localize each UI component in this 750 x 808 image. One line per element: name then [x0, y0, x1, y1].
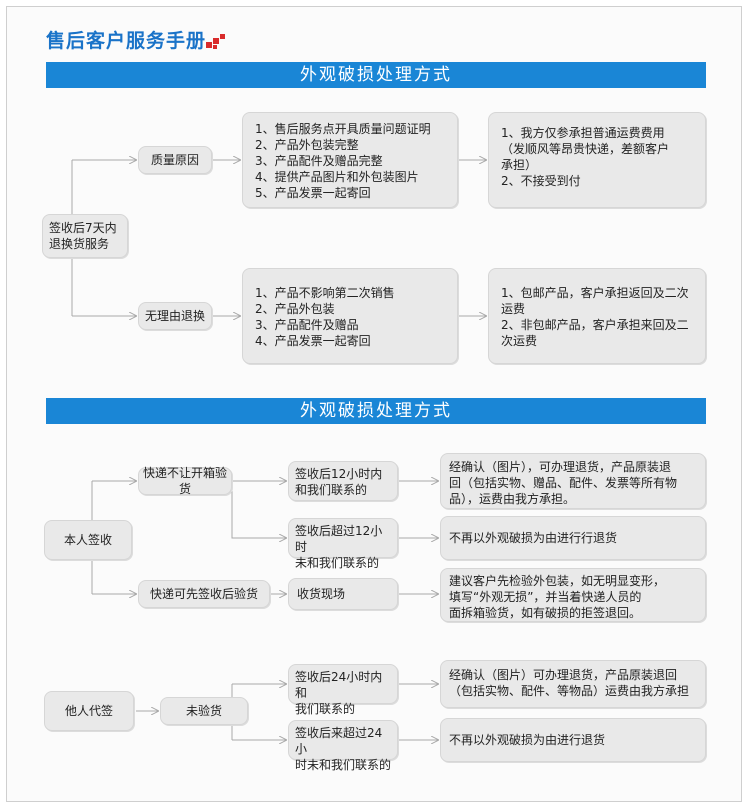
quality-condition: 5、产品发票一起寄回: [255, 186, 371, 200]
over-12h-result-box: 不再以外观破损为由进行行退货: [440, 516, 706, 560]
within-24h-line-1: 签收后24小时内和: [295, 670, 383, 700]
onsite-result-line: 面拆箱验货，如有破损的拒签退回。: [449, 606, 642, 620]
over-12h-node: 签收后超过12小时 未和我们联系的: [288, 518, 398, 570]
quality-condition: 1、售后服务点开具质量问题证明: [255, 122, 431, 136]
within-12h-result-box: 经确认（图片），可办理退货，产品原装退 回（包括实物、赠品、配件、发票等所有物 …: [440, 453, 706, 509]
no-reason-result-box: 1、包邮产品，客户承担返回及二次 运费 2、非包邮产品，客户承担来回及二 次运费: [488, 268, 706, 364]
onsite-node: 收货现场: [288, 578, 398, 610]
quality-condition: 2、产品外包装完整: [255, 138, 359, 152]
within-24h-result-line: （包括实物、配件、等物品）运费由我方承担: [449, 684, 690, 698]
no-reason-return-node: 无理由退换: [138, 302, 212, 330]
within-24h-line-2: 我们联系的: [295, 702, 356, 716]
within-12h-result-line: 经确认（图片），可办理退货，产品原装退: [449, 460, 672, 474]
page-title: 售后客户服务手册: [46, 30, 207, 52]
quality-condition: 4、提供产品图片和外包装图片: [255, 170, 419, 184]
no-open-inspection-node: 快递不让开箱验货: [138, 466, 232, 496]
onsite-result-line: 填写“外观无损”，并当着快递人员的: [449, 590, 642, 604]
quality-result-line: 2、不接受到付: [501, 174, 581, 188]
uninspected-node: 未验货: [160, 697, 248, 725]
within-24h-node: 签收后24小时内和 我们联系的: [288, 664, 398, 716]
self-sign-node: 本人签收: [44, 520, 132, 560]
over-24h-node: 签收后来超过24小 时未和我们联系的: [288, 720, 398, 772]
over-24h-line-2: 时未和我们联系的: [295, 758, 392, 772]
onsite-result-line: 建议客户先检验外包装，如无明显变形，: [449, 574, 666, 588]
logo-icon: [206, 34, 226, 50]
no-reason-condition: 2、产品外包装: [255, 302, 335, 316]
no-reason-condition: 4、产品发票一起寄回: [255, 334, 371, 348]
no-reason-result-line: 运费: [501, 302, 526, 316]
within-12h-node: 签收后12小时内 和我们联系的: [288, 461, 398, 501]
quality-reason-node: 质量原因: [138, 146, 212, 174]
root-line-2: 退换货服务: [49, 237, 110, 251]
quality-result-line: 1、我方仅参承担普通运费费用: [501, 126, 665, 140]
over-24h-line-1: 签收后来超过24小: [295, 726, 383, 756]
within-24h-result-box: 经确认（图片）可办理退货，产品原装退回 （包括实物、配件、等物品）运费由我方承担: [440, 660, 706, 708]
quality-result-box: 1、我方仅参承担普通运费费用 （发顺风等昂贵快递，差额客户 承担） 2、不接受到…: [488, 112, 706, 208]
sign-first-inspect-node: 快递可先签收后验货: [138, 580, 270, 608]
root-line-1: 签收后7天内: [49, 221, 117, 235]
within-12h-result-line: 品），运费由我方承担。: [449, 492, 576, 506]
no-reason-conditions-box: 1、产品不影响第二次销售 2、产品外包装 3、产品配件及赠品 4、产品发票一起寄…: [242, 268, 458, 364]
quality-conditions-box: 1、售后服务点开具质量问题证明 2、产品外包装完整 3、产品配件及赠品完整 4、…: [242, 112, 458, 208]
section1-banner: 外观破损处理方式: [46, 62, 706, 88]
no-reason-condition: 3、产品配件及赠品: [255, 318, 359, 332]
no-reason-result-line: 2、非包邮产品，客户承担来回及二: [501, 318, 689, 332]
over-24h-result-box: 不再以外观破损为由进行退货: [440, 718, 706, 762]
within-24h-result-line: 经确认（图片）可办理退货，产品原装退回: [449, 668, 678, 682]
no-reason-condition: 1、产品不影响第二次销售: [255, 286, 395, 300]
quality-result-line: 承担）: [501, 158, 538, 172]
within-12h-result-line: 回（包括实物、赠品、配件、发票等所有物: [449, 476, 678, 490]
root-7day-return-node: 签收后7天内 退换货服务: [42, 214, 128, 258]
over-12h-line-2: 未和我们联系的: [295, 556, 380, 570]
over-12h-line-1: 签收后超过12小时: [295, 524, 383, 554]
onsite-result-box: 建议客户先检验外包装，如无明显变形， 填写“外观无损”，并当着快递人员的 面拆箱…: [440, 568, 706, 622]
quality-result-line: （发顺风等昂贵快递，差额客户: [501, 142, 670, 156]
section2-banner: 外观破损处理方式: [46, 398, 706, 424]
quality-condition: 3、产品配件及赠品完整: [255, 154, 383, 168]
no-reason-result-line: 1、包邮产品，客户承担返回及二次: [501, 286, 689, 300]
within-12h-line-1: 签收后12小时内: [295, 467, 383, 481]
proxy-sign-node: 他人代签: [44, 691, 134, 731]
within-12h-line-2: 和我们联系的: [295, 483, 368, 497]
no-reason-result-line: 次运费: [501, 334, 538, 348]
